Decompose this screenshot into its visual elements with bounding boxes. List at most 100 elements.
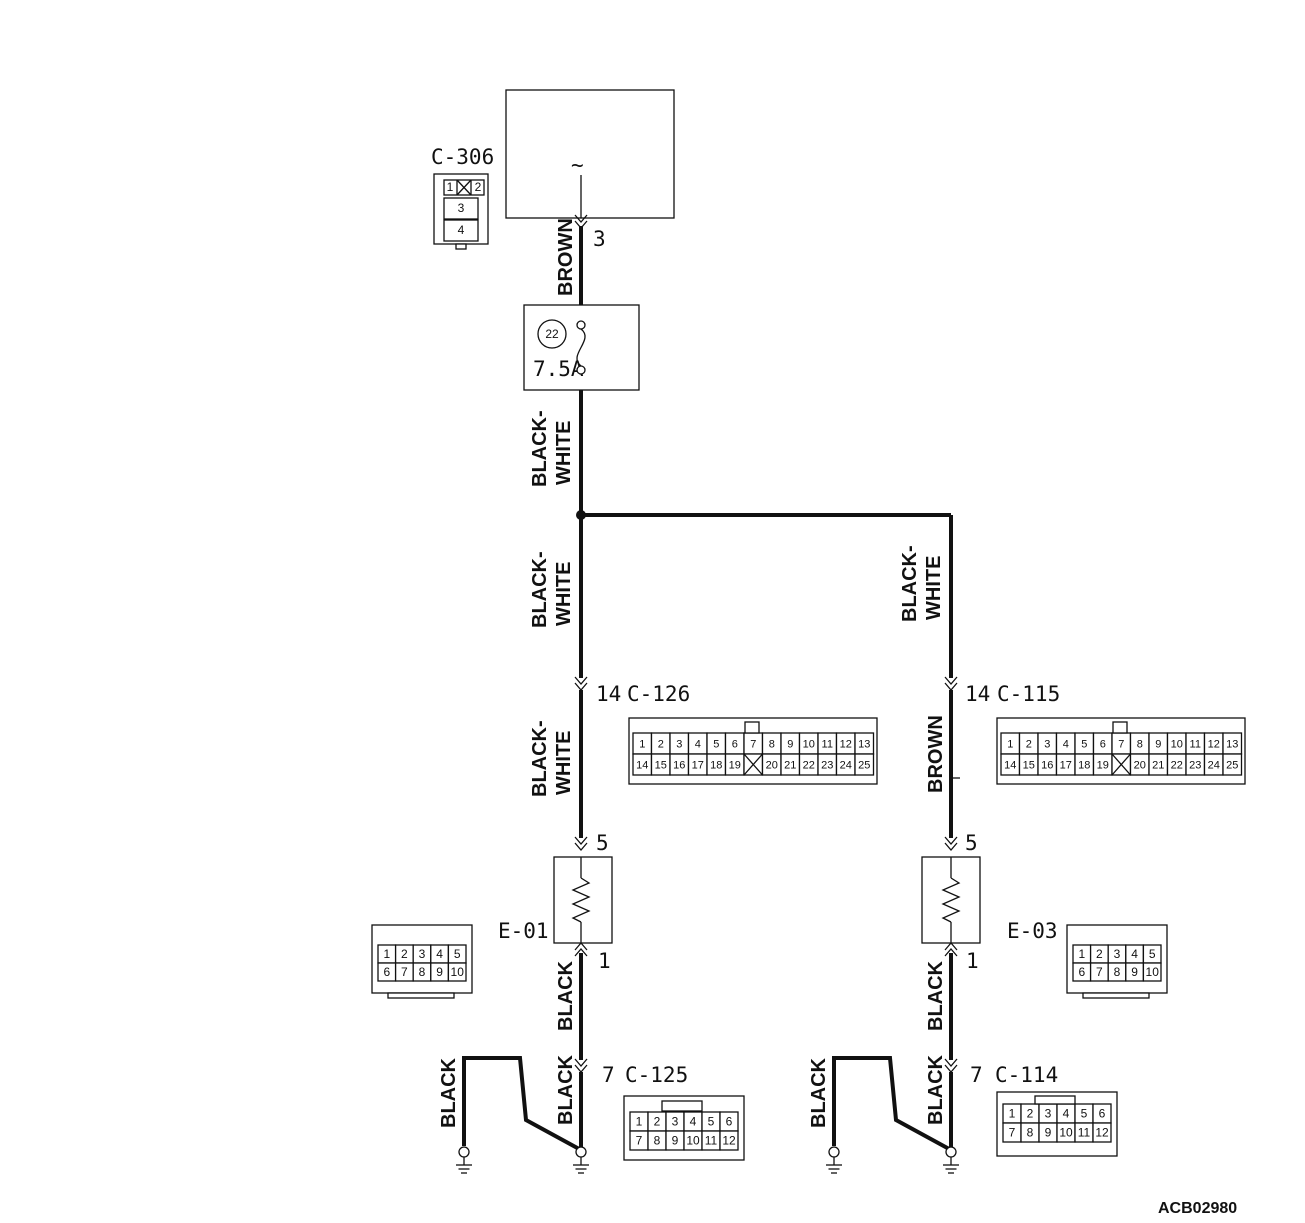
- e01-pin-top-label: 5: [596, 831, 609, 855]
- pin-number: 13: [858, 738, 870, 750]
- c125-id: C-125: [625, 1063, 688, 1087]
- pin-number: 12: [840, 738, 852, 750]
- ground-symbol: [825, 1146, 843, 1174]
- c126-pin-label: 14: [596, 682, 621, 706]
- pin-number: 4: [690, 1115, 697, 1129]
- connector-latch: [1034, 1095, 1076, 1105]
- pin-number: 10: [1171, 738, 1183, 750]
- pin-number: 11: [1190, 738, 1201, 750]
- pin-number: 2: [401, 947, 408, 961]
- pin-number: 20: [766, 759, 778, 771]
- pin-number: 20: [1134, 759, 1146, 771]
- wire-label-brown-top: BROWN: [555, 218, 577, 296]
- pin-number: 1: [1078, 947, 1085, 961]
- pin-number: 2: [1096, 947, 1103, 961]
- pin-number: 10: [1059, 1126, 1073, 1140]
- pin-number: 6: [732, 738, 738, 750]
- pin-number: 2: [658, 738, 664, 750]
- e03-id: E-03: [1007, 919, 1058, 943]
- c114-id: C-114: [995, 1063, 1058, 1087]
- pin-number: 1: [639, 738, 645, 750]
- pin-cell: [854, 753, 875, 776]
- pin-number: 3: [1044, 738, 1050, 750]
- wire-label-black-left-gnd: BLACK: [438, 1057, 460, 1128]
- pin-number: 9: [672, 1134, 679, 1148]
- pin-number: 8: [1027, 1126, 1034, 1140]
- svg-text:BLACK-: BLACK-: [529, 410, 551, 487]
- svg-text:WHITE: WHITE: [553, 421, 575, 485]
- wire-label-black-right-1: BLACK: [925, 960, 947, 1031]
- pin-number: 9: [1155, 738, 1161, 750]
- wire-label-brown-right: BROWN: [925, 715, 947, 793]
- pin-number: 9: [436, 965, 443, 979]
- pin-number: 7: [1009, 1126, 1016, 1140]
- c306-pin: 3: [458, 201, 465, 215]
- pin-number: 1: [1009, 1107, 1016, 1121]
- pin-number: 24: [840, 759, 852, 771]
- pin-number: 1: [636, 1115, 643, 1129]
- wire-label-black-right-2: BLACK: [925, 1054, 947, 1125]
- fuse-number: 22: [545, 327, 559, 341]
- svg-text:BLACK-: BLACK-: [899, 545, 921, 622]
- component-e03: E-03: [921, 856, 1058, 944]
- e01-pin-bottom-label: 1: [598, 949, 611, 973]
- connector-latch: [1112, 721, 1128, 734]
- wire-label-black-white-1: BLACK- WHITE: [529, 410, 575, 487]
- pin-number: 15: [1023, 759, 1035, 771]
- blank-cavity-mark: [743, 753, 763, 776]
- pin-number: 5: [1149, 947, 1156, 961]
- pin-number: 19: [729, 759, 741, 771]
- pin-number: 5: [1081, 1107, 1088, 1121]
- pin-number: 5: [1081, 738, 1087, 750]
- connector-latch: [1082, 992, 1150, 999]
- pin-cell: [1092, 1122, 1112, 1143]
- pin-number: 1: [1007, 738, 1013, 750]
- connector-latch: [387, 992, 455, 999]
- c306-pin: 4: [458, 223, 465, 237]
- component-e01: E-01: [498, 856, 613, 944]
- wire-label-black-white-3: BLACK- WHITE: [529, 720, 575, 797]
- pin-cell: [1222, 753, 1243, 776]
- pin-number: 8: [1137, 738, 1143, 750]
- pin-number: 3: [1114, 947, 1121, 961]
- wire-label-black-left-1: BLACK: [555, 960, 577, 1031]
- pin-number: 11: [1078, 1126, 1091, 1140]
- pin-number: 7: [636, 1134, 643, 1148]
- pin-number: 5: [713, 738, 719, 750]
- svg-text:BLACK-: BLACK-: [529, 720, 551, 797]
- pin-number: 10: [451, 965, 465, 979]
- pin-number: 14: [1004, 759, 1016, 771]
- pin-number: 21: [1152, 759, 1164, 771]
- pin-number: 8: [419, 965, 426, 979]
- pin-number: 17: [692, 759, 704, 771]
- c114-pin-label: 7: [970, 1063, 983, 1087]
- pin-number: 10: [1146, 965, 1160, 979]
- pin-number: 7: [401, 965, 408, 979]
- pin-number: 8: [1114, 965, 1121, 979]
- pin-number: 2: [1026, 738, 1032, 750]
- pin-number: 13: [1226, 738, 1238, 750]
- pin-number: 4: [695, 738, 701, 750]
- c125-pin-label: 7: [602, 1063, 615, 1087]
- wire-label-black-right-gnd: BLACK: [808, 1057, 830, 1128]
- pin-cell: [719, 1130, 739, 1151]
- pin-number: 8: [769, 738, 775, 750]
- svg-text:BLACK-: BLACK-: [529, 551, 551, 628]
- pin-cell: [447, 962, 467, 982]
- pin-number: 14: [636, 759, 648, 771]
- pin-number: 16: [1041, 759, 1053, 771]
- source-symbol: ~: [571, 153, 584, 177]
- pin-number: 9: [1131, 965, 1138, 979]
- connector-c306-id: C-306: [431, 145, 494, 169]
- pin-number: 7: [1096, 965, 1103, 979]
- pin-number: 5: [454, 947, 461, 961]
- pin-number: 18: [710, 759, 722, 771]
- pin-number: 8: [654, 1134, 661, 1148]
- connector-latch: [744, 721, 760, 734]
- pin-number: 23: [1189, 759, 1201, 771]
